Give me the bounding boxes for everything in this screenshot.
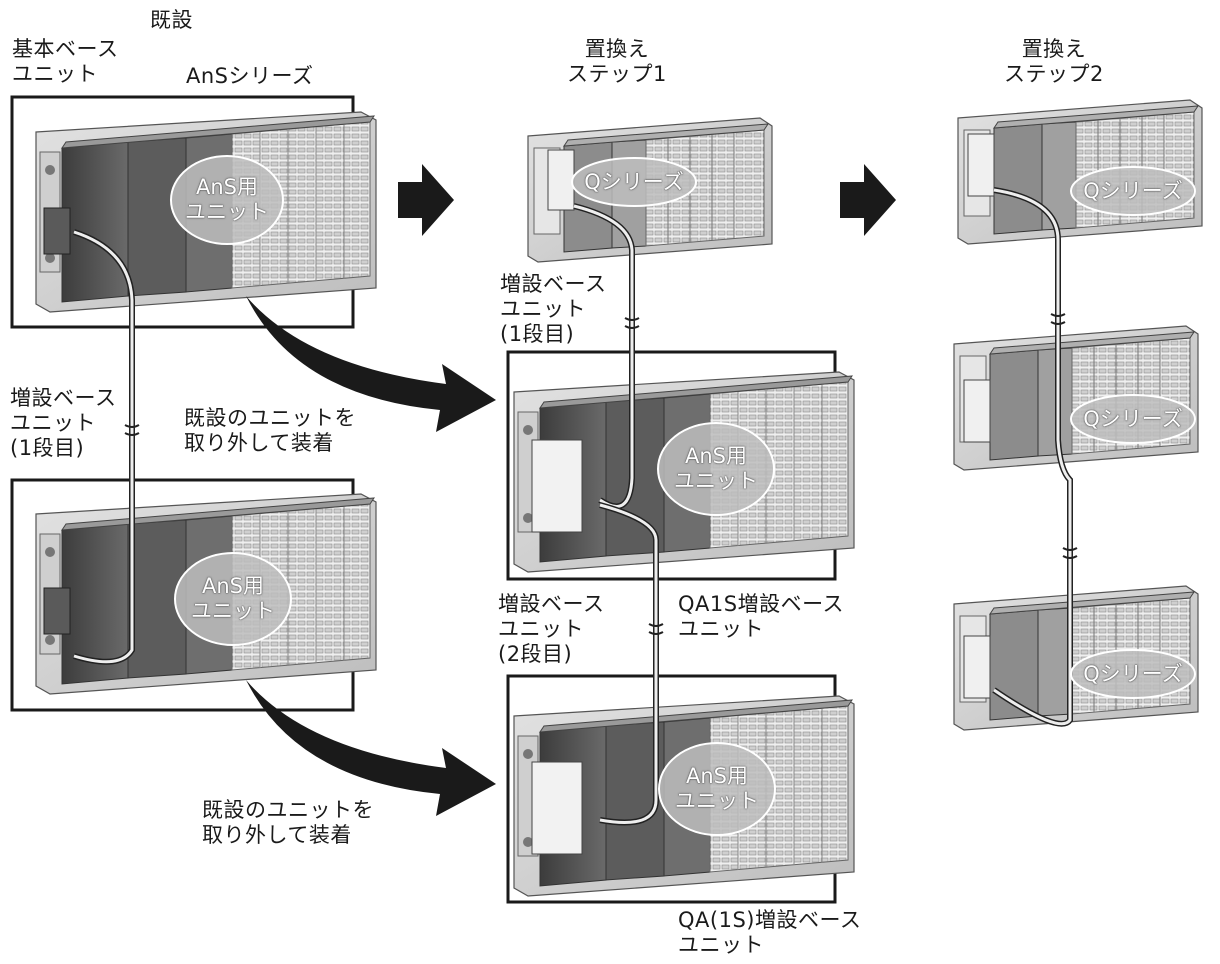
oval-text-q-series-2: Qシリーズ <box>1083 179 1183 203</box>
label-remove-install-2: 既設のユニットを 取り外して装着 <box>202 798 374 847</box>
oval-ans-unit-2 <box>174 552 292 646</box>
q-connector <box>547 149 575 211</box>
label-replace-step1: 置換え ステップ1 <box>567 37 667 86</box>
label-ext-base-1st: 増設ベース ユニット (1段目) <box>500 272 607 346</box>
label-qa-1s-ext-base: QA(1S)増設ベース ユニット <box>678 908 862 957</box>
connector-block <box>43 587 71 635</box>
oval-text-q-series-3: Qシリーズ <box>1083 407 1183 431</box>
qa1s-connector-1 <box>531 439 583 533</box>
oval-ans-unit-3 <box>657 422 775 516</box>
oval-q-series-3 <box>1070 394 1196 444</box>
label-replace-step2: 置換え ステップ2 <box>1004 37 1104 86</box>
oval-text-ans-unit-2: AnS用 ユニット <box>191 574 275 623</box>
label-ext-base-left: 増設ベース ユニット (1段目) <box>10 386 117 460</box>
oval-text-ans-unit-4: AnS用 ユニット <box>675 764 759 813</box>
oval-ans-unit-4 <box>658 742 776 836</box>
qa1s-connector-2 <box>531 761 583 855</box>
arrow-right-1 <box>398 164 454 236</box>
oval-ans-unit-1 <box>170 155 284 245</box>
label-qa1s-ext-base: QA1S増設ベース ユニット <box>678 592 845 641</box>
oval-q-series-2 <box>1070 166 1196 216</box>
label-remove-install-1: 既設のユニットを 取り外して装着 <box>184 406 356 455</box>
label-ans-series: AnSシリーズ <box>186 64 314 88</box>
oval-q-series-4 <box>1070 649 1196 699</box>
arrow-right-2 <box>840 164 896 236</box>
oval-text-q-series-1: Qシリーズ <box>584 170 684 194</box>
oval-text-q-series-4: Qシリーズ <box>1083 662 1183 686</box>
oval-text-ans-unit-3: AnS用 ユニット <box>674 444 758 493</box>
label-ext-base-2nd: 増設ベース ユニット (2段目) <box>498 592 605 666</box>
oval-text-ans-unit-1: AnS用 ユニット <box>185 175 269 224</box>
connector-block <box>43 207 71 255</box>
label-existing: 既設 <box>150 8 193 32</box>
label-main-base: 基本ベース ユニット <box>12 37 119 86</box>
oval-q-series-1 <box>571 157 697 207</box>
